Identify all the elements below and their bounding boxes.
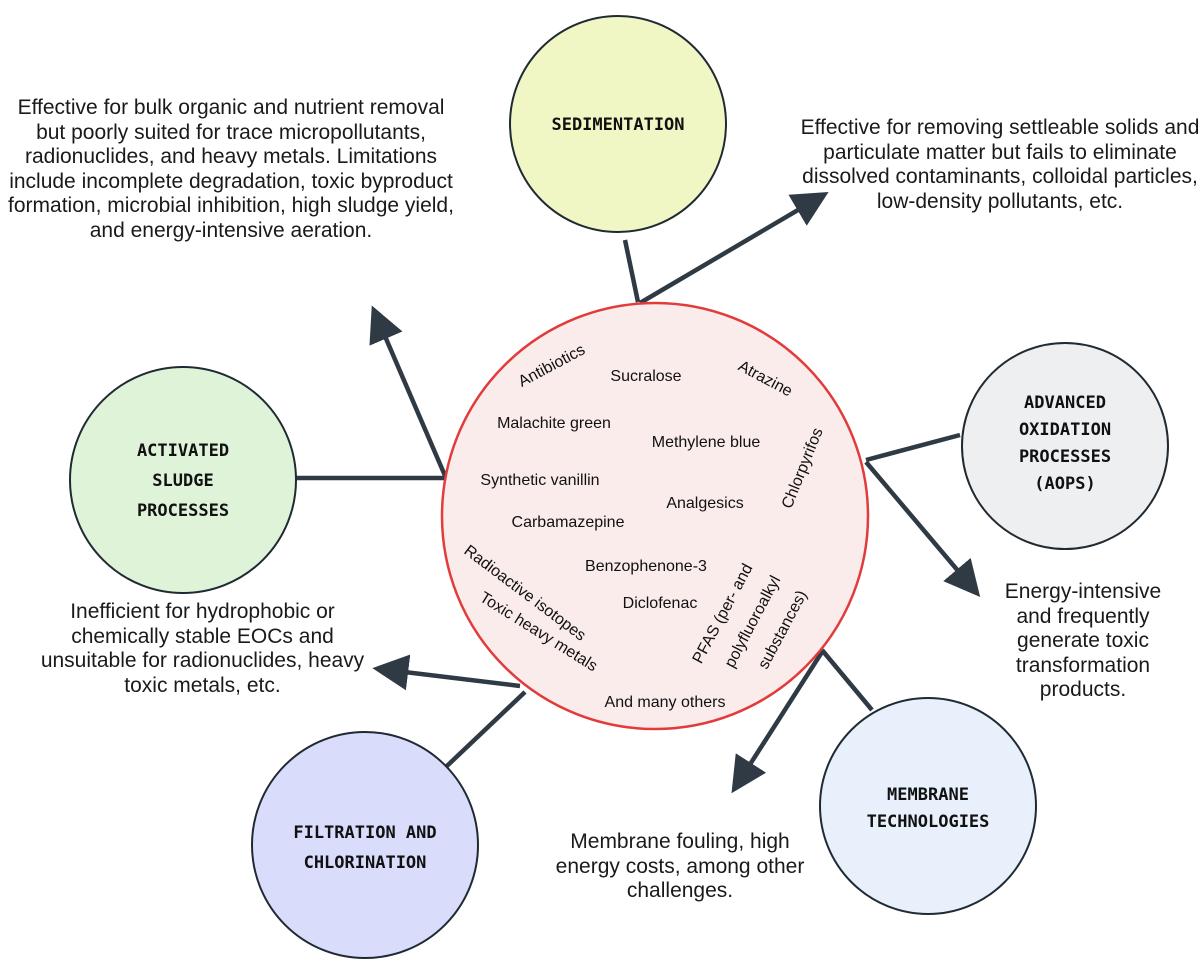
aops-label-line: ADVANCED xyxy=(1024,393,1106,413)
sedimentation-label-line: SEDIMENTATION xyxy=(551,115,684,135)
connector-aops xyxy=(865,432,961,463)
pollutant-item: Diclofenac xyxy=(623,595,698,612)
activated-sludge-label: ACTIVATED SLUDGE PROCESSES xyxy=(137,441,229,521)
sedimentation-description: Effective for removing settleable solids… xyxy=(800,116,1200,213)
aops-label-line: OXIDATION xyxy=(1019,420,1111,440)
aops-description: Energy-intensive and frequently generate… xyxy=(1004,580,1162,701)
filtration-label-line: CHLORINATION xyxy=(304,853,427,873)
activated-sludge-label-line: PROCESSES xyxy=(137,501,229,521)
sedimentation-label: SEDIMENTATION xyxy=(551,115,684,135)
membrane-circle xyxy=(819,697,1037,915)
activated-sludge-label-line: SLUDGE xyxy=(152,471,213,491)
aops-label-line: PROCESSES xyxy=(1019,447,1111,467)
arrow-aops xyxy=(864,460,981,598)
activated-sludge-circle xyxy=(69,366,297,594)
aops-label-line: (AOPS) xyxy=(1034,474,1095,494)
pollutant-item: Sucralose xyxy=(610,368,681,385)
sedimentation-circle xyxy=(509,15,727,233)
pollutant-item: Synthetic vanillin xyxy=(480,472,599,489)
filtration-label-line: FILTRATION AND xyxy=(293,823,436,843)
pollutants-circle xyxy=(440,301,870,731)
membrane-label-line: TECHNOLOGIES xyxy=(867,812,990,832)
connector-membrane xyxy=(820,648,874,712)
method-membrane: MEMBRANE TECHNOLOGIES xyxy=(819,697,1037,915)
activated-sludge-description: Effective for bulk organic and nutrient … xyxy=(8,96,454,242)
pollutant-item: Malachite green xyxy=(497,415,611,432)
aops-label: ADVANCED OXIDATION PROCESSES (AOPS) xyxy=(1019,393,1111,494)
filtration-label: FILTRATION AND CHLORINATION xyxy=(293,823,436,873)
pollutant-item: And many others xyxy=(605,694,726,711)
method-filtration: FILTRATION AND CHLORINATION xyxy=(251,731,479,959)
connector-sedimentation xyxy=(622,239,641,303)
method-sedimentation: SEDIMENTATION xyxy=(509,15,727,233)
aops-circle xyxy=(961,342,1169,550)
pollutant-item: Carbamazepine xyxy=(512,514,625,531)
arrow-sedimentation xyxy=(638,192,829,305)
arrow-filtration xyxy=(372,654,521,691)
pollutant-item: Analgesics xyxy=(666,495,743,512)
activated-sludge-label-line: ACTIVATED xyxy=(137,441,229,461)
membrane-description: Membrane fouling, high energy costs, amo… xyxy=(555,830,805,902)
membrane-label-line: MEMBRANE xyxy=(887,785,969,805)
pollutant-item: Benzophenone-3 xyxy=(585,558,707,575)
membrane-label: MEMBRANE TECHNOLOGIES xyxy=(867,785,990,832)
pollutant-item: Methylene blue xyxy=(652,434,761,451)
method-activated-sludge: ACTIVATED SLUDGE PROCESSES xyxy=(69,366,297,594)
filtration-circle xyxy=(251,731,479,959)
arrow-activated-sludge xyxy=(369,305,449,479)
method-aops: ADVANCED OXIDATION PROCESSES (AOPS) xyxy=(961,342,1169,550)
arrow-membrane xyxy=(731,650,824,794)
filtration-description: Inefficient for hydrophobic or chemicall… xyxy=(40,600,365,697)
